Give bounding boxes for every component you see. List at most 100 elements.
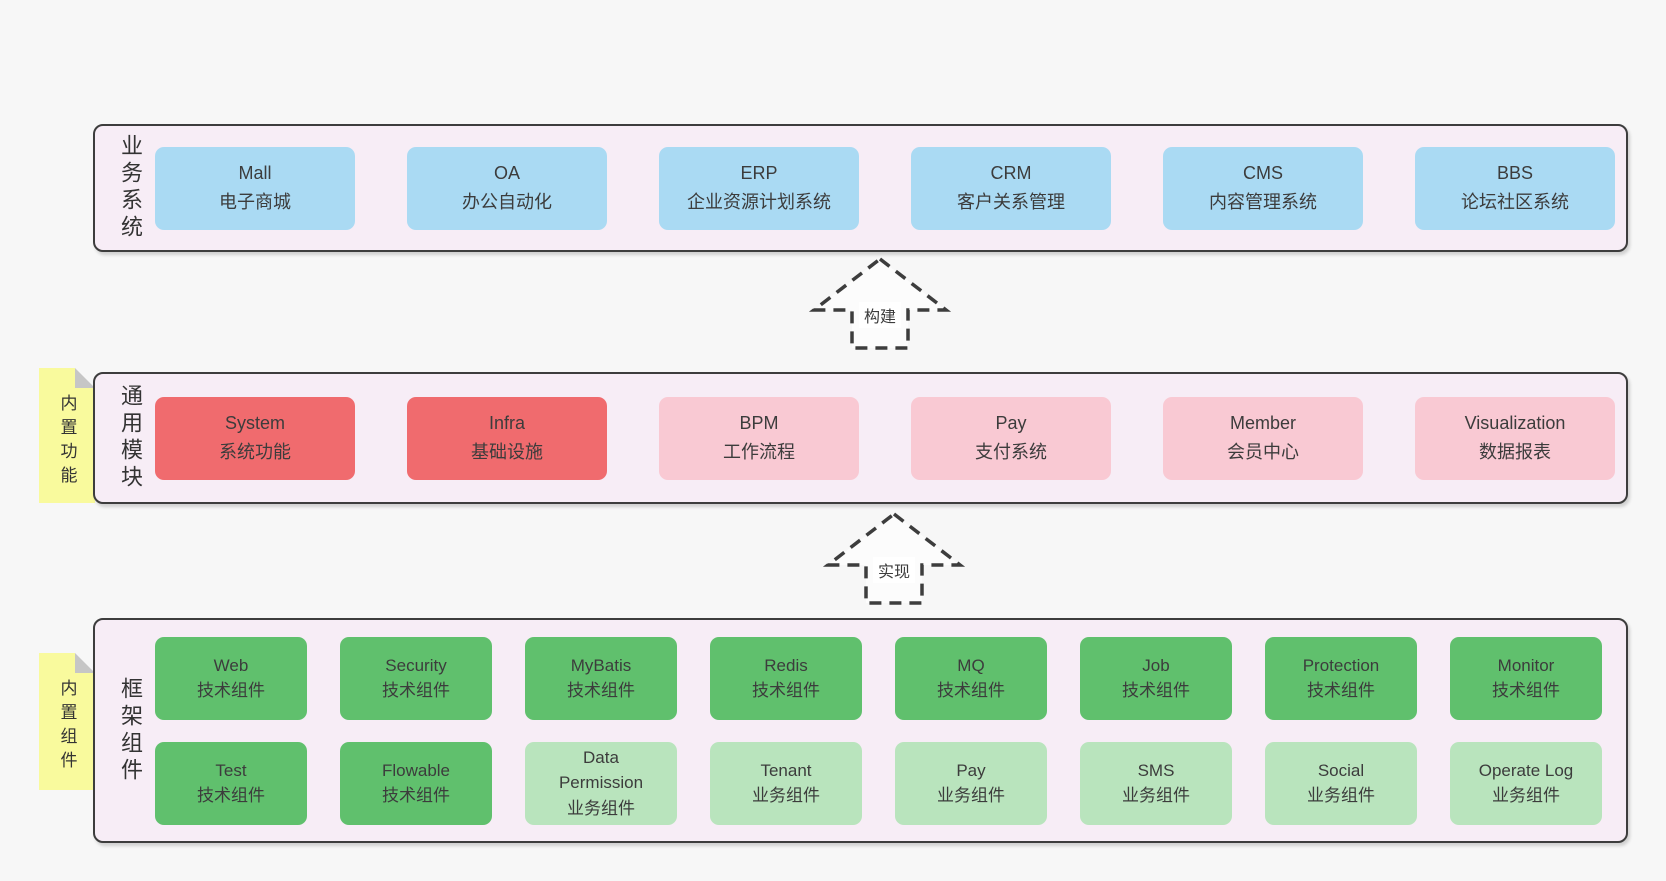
framework-box-web: Web 技术组件: [155, 636, 307, 720]
box-subtitle: 内容管理系统: [1209, 192, 1317, 212]
sticky-built-in-components: 内置组件: [39, 653, 95, 790]
box-title: SMS: [1137, 760, 1175, 780]
box-subtitle: 客户关系管理: [957, 192, 1065, 212]
business-box-oa: OA 办公自动化: [407, 146, 607, 230]
box-title: Web: [213, 655, 249, 675]
box-title: Pay: [956, 760, 986, 780]
framework-box-pay: Pay 业务组件: [895, 741, 1047, 825]
build-arrow-label: 构建: [858, 302, 902, 328]
business-box-erp: ERP 企业资源计划系统: [659, 146, 859, 230]
box-subtitle: 电子商城: [219, 192, 291, 212]
business-boxes-row: Mall 电子商城 OA 办公自动化 ERP 企业资源计划系统 CRM 客户关系…: [155, 146, 1615, 230]
box-title: Protection: [1302, 655, 1380, 675]
box-title: Redis: [764, 655, 808, 675]
layer-framework-label: 框架组件: [118, 676, 143, 785]
business-box-cms: CMS 内容管理系统: [1163, 146, 1363, 230]
box-subtitle: 技术组件: [382, 681, 450, 700]
box-subtitle: 数据报表: [1479, 442, 1551, 462]
build-arrow: 构建: [795, 256, 965, 352]
box-title: Test: [215, 760, 247, 780]
box-subtitle: 业务组件: [1492, 786, 1560, 805]
business-box-bbs: BBS 论坛社区系统: [1415, 146, 1615, 230]
layer-modules-label: 通用模块: [118, 384, 143, 492]
box-subtitle: 技术组件: [567, 681, 635, 700]
box-title: Visualization: [1464, 413, 1566, 434]
implement-arrow: 实现: [809, 511, 979, 607]
box-subtitle: 系统功能: [219, 442, 291, 462]
box-subtitle: 技术组件: [1122, 681, 1190, 700]
module-box-member: Member 会员中心: [1163, 396, 1363, 480]
box-title: OA: [493, 163, 520, 184]
framework-box-data-permission: Data Permission 业务组件: [525, 741, 677, 825]
box-title: Tenant: [760, 760, 812, 780]
box-title: Infra: [488, 413, 526, 434]
box-subtitle: 业务组件: [567, 798, 635, 818]
framework-box-mybatis: MyBatis 技术组件: [525, 636, 677, 720]
box-subtitle: 办公自动化: [462, 192, 552, 212]
box-title: Operate Log: [1478, 760, 1574, 780]
box-title: System: [224, 413, 285, 434]
implement-arrow-label: 实现: [872, 557, 916, 583]
box-title: BPM: [739, 413, 779, 434]
framework-box-tenant: Tenant 业务组件: [710, 741, 862, 825]
framework-box-social: Social 业务组件: [1265, 741, 1417, 825]
framework-box-security: Security 技术组件: [340, 636, 492, 720]
layer-business-label: 业务系统: [118, 134, 143, 242]
framework-rows: Web 技术组件 Security 技术组件 MyBatis 技术组件 Redi…: [155, 636, 1602, 825]
box-subtitle: 技术组件: [197, 786, 265, 805]
box-title: Monitor: [1497, 655, 1555, 675]
box-subtitle: 支付系统: [975, 442, 1047, 462]
module-box-visualization: Visualization 数据报表: [1415, 396, 1615, 480]
box-subtitle: 会员中心: [1227, 442, 1299, 462]
box-subtitle: 工作流程: [723, 442, 795, 462]
box-title: Security: [385, 655, 447, 675]
framework-box-redis: Redis 技术组件: [710, 636, 862, 720]
box-title: Social: [1317, 760, 1365, 780]
framework-row-1: Web 技术组件 Security 技术组件 MyBatis 技术组件 Redi…: [155, 636, 1602, 720]
framework-box-protection: Protection 技术组件: [1265, 636, 1417, 720]
layer-framework-components: 框架组件 Web 技术组件 Security 技术组件 MyBatis 技术组件…: [93, 618, 1628, 843]
sticky-label: 内置组件: [57, 679, 77, 775]
framework-box-sms: SMS 业务组件: [1080, 741, 1232, 825]
box-subtitle: 业务组件: [752, 786, 820, 805]
box-title: CRM: [990, 163, 1032, 184]
box-title: Pay: [995, 413, 1027, 434]
box-title: Data Permission: [558, 747, 644, 793]
module-box-system: System 系统功能: [155, 396, 355, 480]
box-subtitle: 论坛社区系统: [1461, 192, 1569, 212]
layer-common-modules: 通用模块 System 系统功能 Infra 基础设施 BPM 工作流程 Pay…: [93, 372, 1628, 504]
module-box-infra: Infra 基础设施: [407, 396, 607, 480]
module-boxes-row: System 系统功能 Infra 基础设施 BPM 工作流程 Pay 支付系统…: [155, 396, 1615, 480]
box-subtitle: 业务组件: [1307, 786, 1375, 805]
box-subtitle: 技术组件: [752, 681, 820, 700]
box-subtitle: 业务组件: [937, 786, 1005, 805]
box-title: Mall: [238, 163, 272, 184]
module-box-bpm: BPM 工作流程: [659, 396, 859, 480]
framework-row-2: Test 技术组件 Flowable 技术组件 Data Permission …: [155, 741, 1602, 825]
box-title: ERP: [740, 163, 778, 184]
box-title: Flowable: [381, 760, 451, 780]
box-title: MQ: [957, 655, 985, 675]
box-title: MyBatis: [570, 655, 632, 675]
box-title: CMS: [1243, 163, 1283, 184]
framework-box-mq: MQ 技术组件: [895, 636, 1047, 720]
box-title: BBS: [1496, 163, 1534, 184]
framework-box-flowable: Flowable 技术组件: [340, 741, 492, 825]
framework-box-operate-log: Operate Log 业务组件: [1450, 741, 1602, 825]
box-subtitle: 基础设施: [471, 442, 543, 462]
framework-box-test: Test 技术组件: [155, 741, 307, 825]
business-box-crm: CRM 客户关系管理: [911, 146, 1111, 230]
box-subtitle: 技术组件: [937, 681, 1005, 700]
framework-box-monitor: Monitor 技术组件: [1450, 636, 1602, 720]
box-subtitle: 企业资源计划系统: [687, 192, 831, 212]
sticky-built-in-features: 内置功能: [39, 368, 95, 503]
business-box-mall: Mall 电子商城: [155, 146, 355, 230]
box-subtitle: 技术组件: [1307, 681, 1375, 700]
module-box-pay: Pay 支付系统: [911, 396, 1111, 480]
box-subtitle: 技术组件: [1492, 681, 1560, 700]
box-title: Job: [1142, 655, 1170, 675]
box-title: Member: [1229, 413, 1296, 434]
framework-box-job: Job 技术组件: [1080, 636, 1232, 720]
sticky-label: 内置功能: [57, 394, 77, 490]
box-subtitle: 技术组件: [382, 786, 450, 805]
